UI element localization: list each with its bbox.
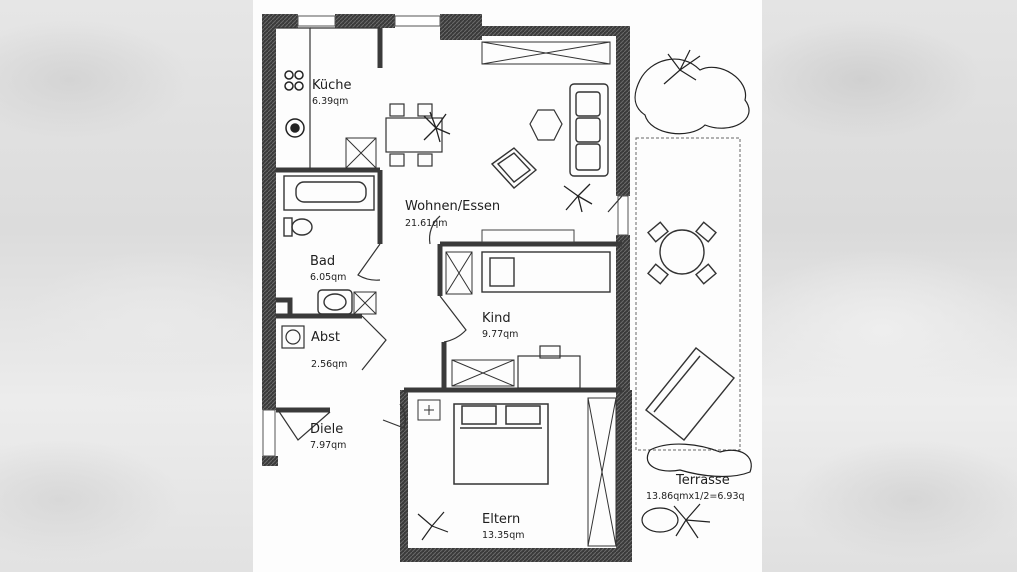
wardrobe-icon (587, 397, 617, 547)
label-kind-area: 9.77qm (482, 329, 518, 340)
kitchen-counter (276, 27, 380, 170)
stove-icon (284, 70, 304, 91)
toilet-icon (283, 217, 313, 237)
interior-walls (276, 28, 622, 413)
label-eltern-area: 13.35qm (482, 530, 524, 541)
fridge-icon (345, 137, 377, 169)
plant-icon (423, 111, 593, 213)
label-kueche-area: 6.39qm (312, 96, 348, 107)
label-abst-name: Abst (311, 330, 340, 345)
sink-icon (285, 118, 305, 138)
label-bad-name: Bad (310, 254, 335, 269)
shrub-icon (634, 49, 752, 539)
washing-machine-icon (353, 291, 377, 315)
label-wohnen-name: Wohnen/Essen (405, 199, 500, 214)
armchair-icon (490, 147, 538, 189)
label-terrasse-area: 13.86qmx1/2=6.93q (646, 491, 745, 502)
blurred-background-left (0, 0, 253, 572)
bathtub-icon (283, 175, 375, 211)
label-abst-area: 2.56qm (311, 359, 347, 370)
washbasin-icon (317, 289, 353, 315)
desk-icon (517, 345, 581, 389)
windows (262, 15, 629, 457)
storage-shelf-icon (281, 325, 305, 349)
plant-icon (417, 511, 449, 541)
sun-lounger-icon (645, 347, 735, 441)
blurred-background-right (762, 0, 1017, 572)
room-labels: Küche 6.39qm Wohnen/Essen 21.61qm Bad 6.… (310, 78, 745, 541)
patio-table-icon (647, 221, 717, 285)
label-eltern-name: Eltern (482, 512, 520, 527)
exterior-walls (262, 14, 632, 562)
label-terrasse-name: Terrasse (675, 473, 730, 488)
label-kueche-name: Küche (312, 78, 352, 93)
nightstand-icon (417, 399, 441, 421)
label-bad-area: 6.05qm (310, 272, 346, 283)
sideboard-icon (481, 41, 611, 65)
wardrobe-icon (445, 251, 515, 387)
dining-table-icon (385, 103, 443, 167)
label-kind-name: Kind (482, 311, 511, 326)
bed-icon (481, 251, 611, 293)
bed-icon (453, 403, 549, 485)
lowboard-icon (481, 229, 575, 243)
coffee-table-icon (529, 109, 563, 141)
terrace-outline (635, 137, 741, 451)
doors (277, 195, 623, 441)
sofa-icon (569, 83, 609, 177)
label-diele-name: Diele (310, 422, 343, 437)
label-wohnen-area: 21.61qm (405, 218, 447, 229)
label-diele-area: 7.97qm (310, 440, 346, 451)
